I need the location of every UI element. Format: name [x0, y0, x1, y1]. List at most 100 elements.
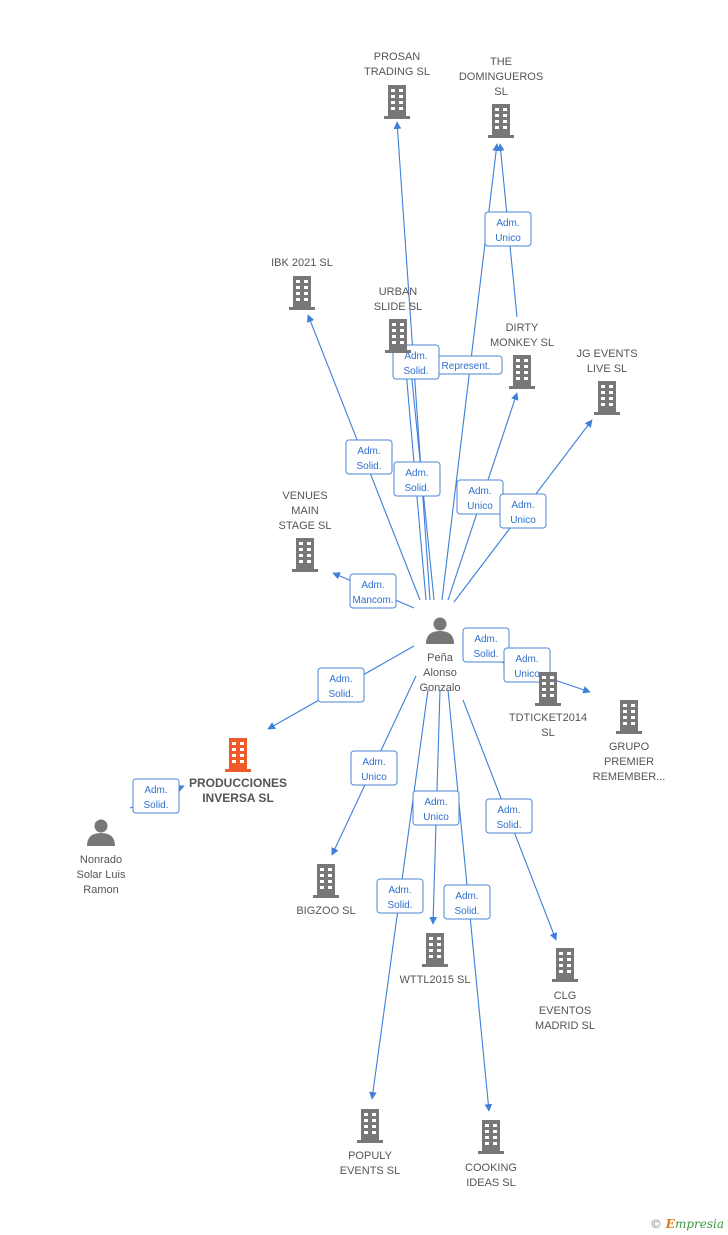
- node-label: Solar Luis: [77, 869, 126, 881]
- edge-label-pena-to-clg[interactable]: Adm.Solid.: [485, 798, 533, 834]
- node-label: IDEAS SL: [466, 1177, 516, 1189]
- edge-label-text: Adm.: [496, 218, 519, 229]
- edge-label-text: Solid.: [356, 461, 381, 472]
- edge-label-pena-to-populy[interactable]: Adm.Solid.: [376, 878, 424, 914]
- edge-label-text: Unico: [423, 812, 449, 823]
- node-label: EVENTOS: [539, 1005, 591, 1017]
- edge-label-pena-to-producciones[interactable]: Adm. Solid.: [317, 667, 365, 703]
- node-label: WTTL2015 SL: [400, 974, 471, 986]
- edge-label-text: Adm.: [362, 757, 385, 768]
- edge-label-text: Unico: [467, 501, 493, 512]
- edge-label-text: Represent.: [442, 361, 491, 372]
- edge-labels-layer: Represent.Adm.UnicoAdm.Solid.Adm.Solid.A…: [132, 211, 551, 920]
- node-label: STAGE SL: [279, 520, 332, 532]
- edge-label-text: Solid.: [496, 820, 521, 831]
- building-icon[interactable]: [488, 104, 514, 138]
- node-label: TRADING SL: [364, 66, 430, 78]
- node-urban[interactable]: URBAN SLIDE SL: [374, 286, 422, 353]
- node-bigzoo[interactable]: BIGZOO SL: [296, 864, 356, 917]
- node-label: PREMIER: [604, 756, 654, 768]
- edge-label-text: Adm.: [329, 674, 352, 685]
- node-label: COOKING: [465, 1162, 517, 1174]
- edge-label-text: Adm.: [357, 446, 380, 457]
- edge-label-pena-to-bigzoo[interactable]: Adm.Unico: [350, 750, 398, 786]
- edge-label-text: Adm.: [515, 654, 538, 665]
- building-icon[interactable]: [594, 381, 620, 415]
- edge-label-text: Adm.: [388, 885, 411, 896]
- building-icon[interactable]: [225, 738, 251, 772]
- building-icon[interactable]: [552, 948, 578, 982]
- edge-label-pena-to-jgevents[interactable]: Adm.Unico: [499, 493, 547, 529]
- node-label: SLIDE SL: [374, 301, 422, 313]
- building-icon[interactable]: [313, 864, 339, 898]
- edge-label-text: Solid.: [473, 649, 498, 660]
- edge-label-text: Adm.: [144, 785, 167, 796]
- edge-label-text: Solid.: [403, 366, 428, 377]
- node-label: URBAN: [379, 286, 418, 298]
- node-label: Peña: [427, 652, 454, 664]
- node-label: MONKEY SL: [490, 337, 554, 349]
- node-label: MADRID SL: [535, 1020, 595, 1032]
- edge-label-pena-to-dirty[interactable]: Adm.Unico: [456, 479, 504, 515]
- node-label: IBK 2021 SL: [271, 257, 333, 269]
- edge-label-dirty-to-domingueros[interactable]: Adm. Unico: [484, 211, 532, 247]
- building-icon[interactable]: [509, 355, 535, 389]
- edge-label-pena-to-tdticket[interactable]: Adm. Solid.: [462, 627, 510, 663]
- node-label: INVERSA SL: [202, 791, 274, 805]
- edge-label-text: Adm.: [474, 634, 497, 645]
- building-icon[interactable]: [289, 276, 315, 310]
- node-label: SL: [541, 727, 554, 739]
- edge-label-pena-to-ibk[interactable]: Adm. Solid.: [345, 439, 393, 475]
- edge-label-text: Unico: [514, 669, 540, 680]
- node-label: BIGZOO SL: [296, 905, 355, 917]
- edge-label-pena-to-cooking[interactable]: Adm.Solid.: [443, 884, 491, 920]
- building-icon[interactable]: [616, 700, 642, 734]
- building-icon[interactable]: [384, 85, 410, 119]
- node-label: Nonrado: [80, 854, 122, 866]
- node-dirty[interactable]: DIRTY MONKEY SL: [490, 322, 554, 389]
- edge-label-pena-to-prosan[interactable]: Represent.: [429, 355, 503, 375]
- node-jgevents[interactable]: JG EVENTS LIVE SL: [576, 348, 638, 415]
- edge-label-pena-to-grupo[interactable]: Adm. Unico: [503, 647, 551, 683]
- node-grupo[interactable]: GRUPOPREMIERREMEMBER...: [593, 700, 666, 783]
- copyright-symbol: ©: [649, 1217, 662, 1231]
- edge-label-pena-to-urban[interactable]: Adm.Solid.: [392, 344, 440, 380]
- node-ibk[interactable]: IBK 2021 SL: [271, 257, 333, 310]
- edge-label-text: Solid.: [143, 800, 168, 811]
- node-wttl[interactable]: WTTL2015 SL: [400, 933, 471, 986]
- edge-label-text: Unico: [495, 233, 521, 244]
- edge-label-pena-to-wttl[interactable]: Adm. Unico: [412, 790, 460, 826]
- person-icon[interactable]: [426, 617, 454, 645]
- node-label: JG EVENTS: [576, 348, 637, 360]
- building-icon[interactable]: [357, 1109, 383, 1143]
- edge-label-nonrado-to-producciones[interactable]: Adm. Solid.: [132, 778, 180, 814]
- edge-label-text: Solid.: [328, 689, 353, 700]
- building-icon[interactable]: [478, 1120, 504, 1154]
- node-label: GRUPO: [609, 741, 650, 753]
- edge-label-text: Adm.: [424, 797, 447, 808]
- node-label: LIVE SL: [587, 363, 627, 375]
- node-cooking[interactable]: COOKING IDEAS SL: [465, 1120, 517, 1189]
- edge-label-text: Adm.: [361, 580, 384, 591]
- edge-label-pena-to-venues[interactable]: Adm. Mancom.: [349, 573, 397, 609]
- building-icon[interactable]: [292, 538, 318, 572]
- edge-label-pena-to-urban[interactable]: Adm.Solid.: [393, 461, 441, 497]
- node-label: VENUES: [282, 490, 327, 502]
- brand-logo[interactable]: Empresia: [665, 1217, 724, 1231]
- node-label: DIRTY: [506, 322, 539, 334]
- edge-label-text: Mancom.: [352, 595, 393, 606]
- person-icon[interactable]: [87, 819, 115, 847]
- building-icon[interactable]: [422, 933, 448, 967]
- node-label: TDTICKET2014: [509, 712, 587, 724]
